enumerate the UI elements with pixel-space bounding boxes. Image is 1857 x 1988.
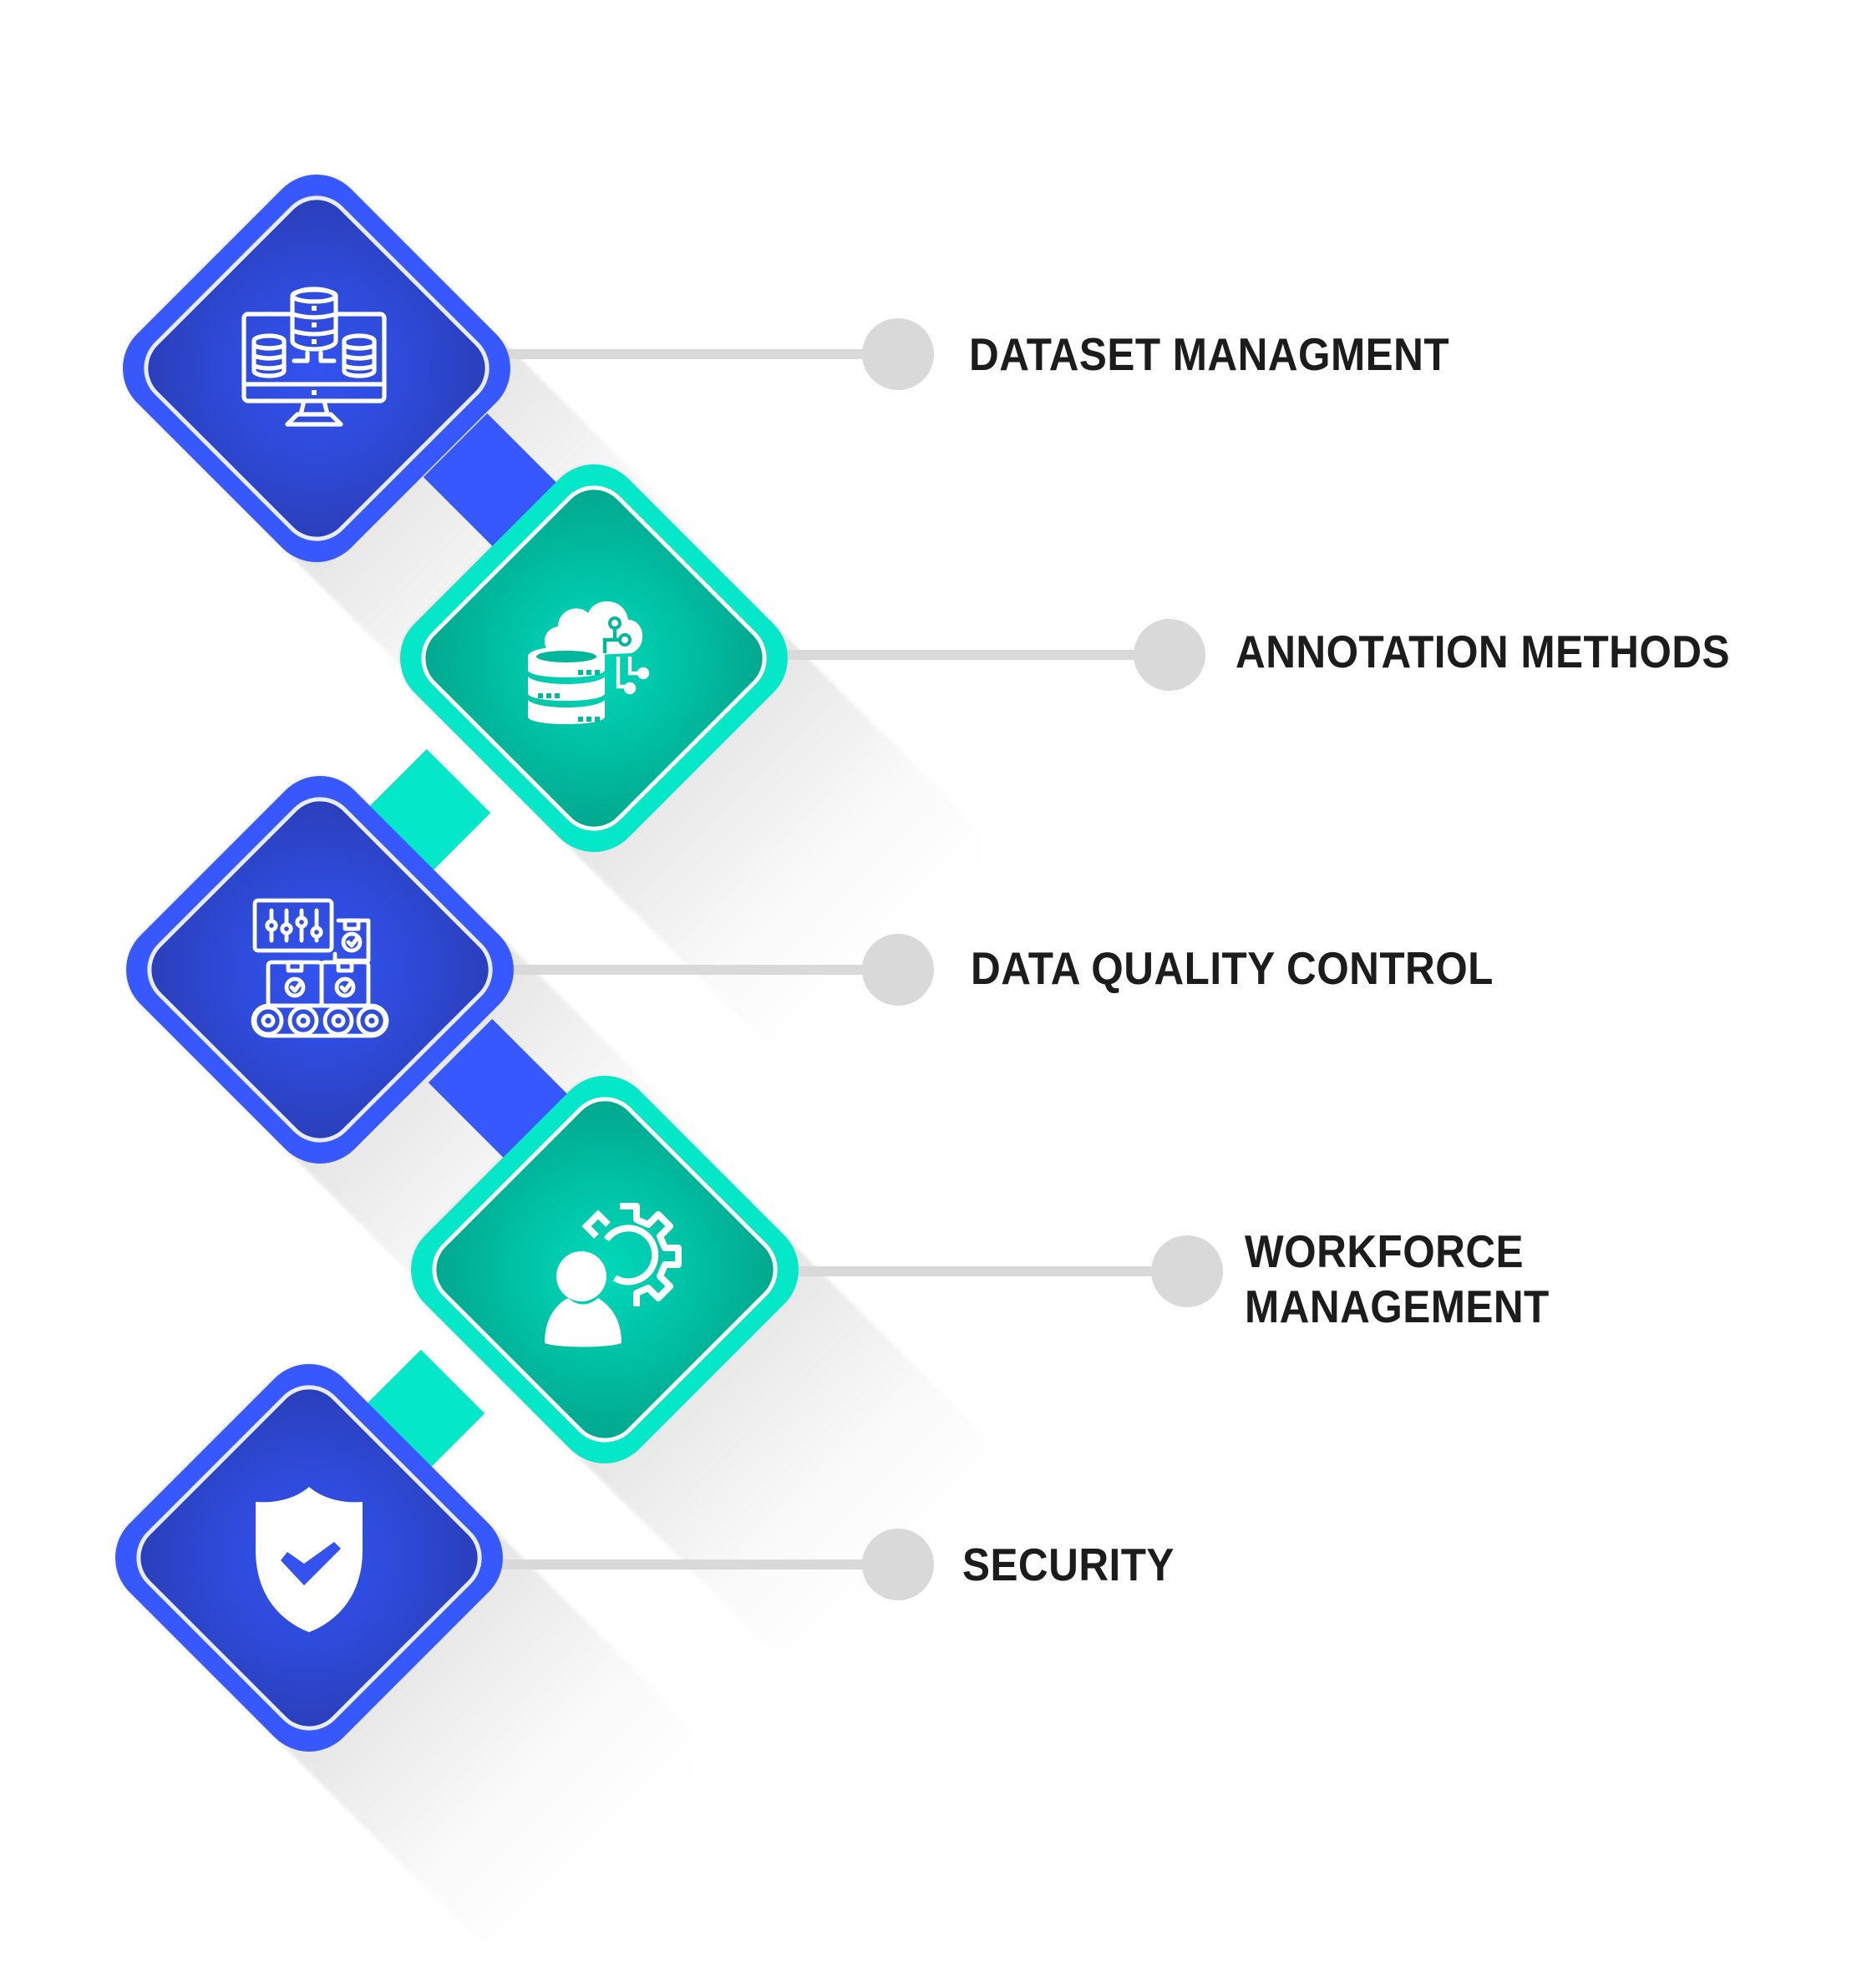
leader-line (752, 1266, 1187, 1276)
leader-line (468, 349, 898, 359)
step-label-line: WORKFORCE (1245, 1225, 1525, 1277)
leader-line (743, 650, 1170, 660)
step-label: WORKFORCE MANAGEMENT (1245, 1224, 1550, 1334)
person-gear-icon (525, 1183, 692, 1350)
step-label: DATA QUALITY CONTROL (971, 942, 1494, 994)
shield-check-icon (226, 1473, 393, 1641)
leader-dot (862, 934, 934, 1006)
leader-line (459, 1559, 898, 1570)
leader-dot (862, 318, 934, 390)
leader-dot (1134, 619, 1205, 691)
leader-dot (862, 1529, 934, 1600)
step-label: SECURITY (962, 1539, 1175, 1590)
step-label-line: MANAGEMENT (1245, 1281, 1550, 1332)
step-label: DATASET MANAGMENT (969, 328, 1450, 380)
database-monitor-icon (231, 281, 398, 448)
conveyor-quality-check-icon (238, 884, 405, 1051)
leader-dot (1151, 1235, 1223, 1307)
step-label: ANNOTATION METHODS (1235, 626, 1730, 677)
cloud-database-network-icon (511, 570, 678, 737)
leader-line (468, 965, 898, 975)
